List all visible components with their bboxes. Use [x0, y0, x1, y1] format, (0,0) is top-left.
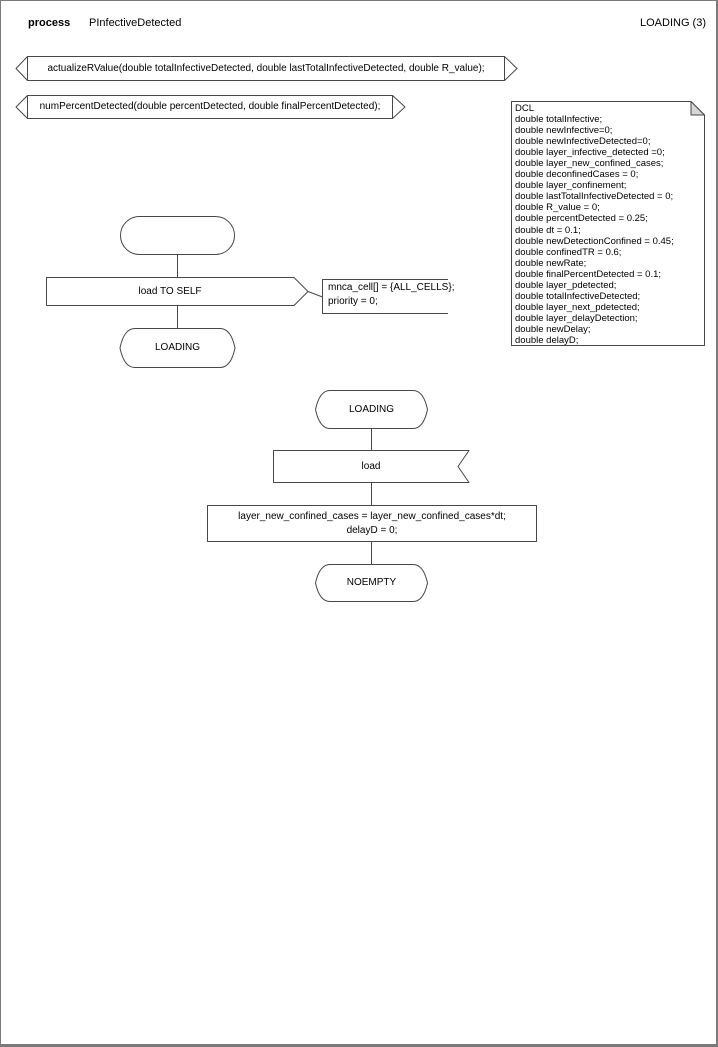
signal-declaration-2-label: numPercentDetected(double percentDetecte… [39, 101, 381, 112]
page-fold-icon [690, 101, 705, 116]
state-label-noempty: NOEMPTY [346, 577, 397, 588]
comment-connector [307, 291, 323, 298]
page-label: LOADING (3) [639, 17, 706, 29]
comment-line-1: mnca_cell[] = {ALL_CELLS}; [328, 282, 455, 293]
input-label: load [361, 460, 381, 472]
state-label-loading-2: LOADING [348, 403, 394, 415]
state-label-loading-1: LOADING [154, 342, 200, 353]
process-name: PInfectiveDetected [89, 17, 182, 29]
task-line-2: delayD = 0; [346, 524, 398, 536]
comment-line-2: priority = 0; [328, 296, 378, 307]
signal-declaration-1-right-cap-icon [504, 56, 518, 81]
signal-declaration-2-body [27, 95, 393, 119]
state-symbol-noempty [315, 564, 428, 602]
task-text: layer_new_confined_cases = layer_new_con… [207, 505, 537, 542]
output-symbol-load-to-self [46, 277, 309, 306]
input-symbol-load [273, 450, 470, 483]
signal-declaration-2-left-cap-icon [15, 95, 28, 119]
task-line-1: layer_new_confined_cases = layer_new_con… [238, 510, 506, 522]
signal-declaration-2-right-cap-icon [392, 95, 406, 119]
start-symbol [120, 216, 235, 255]
task-symbol [207, 505, 537, 542]
dcl-note-box [511, 101, 705, 346]
state-symbol-loading-2 [315, 390, 428, 429]
diagram-kind-label: process [28, 17, 71, 29]
signal-declaration-1-label: actualizeRValue(double totalInfectiveDet… [47, 62, 485, 74]
signal-declaration-1-left-cap-icon [15, 56, 28, 81]
signal-declaration-1-body [27, 56, 505, 81]
comment-bracket [322, 279, 448, 314]
dcl-declarations-text: DCL double totalInfective; double newInf… [515, 103, 674, 346]
state-symbol-loading-1 [119, 328, 236, 368]
comment-text: mnca_cell[] = {ALL_CELLS}; priority = 0; [328, 281, 454, 309]
output-label: load TO SELF [138, 285, 202, 297]
